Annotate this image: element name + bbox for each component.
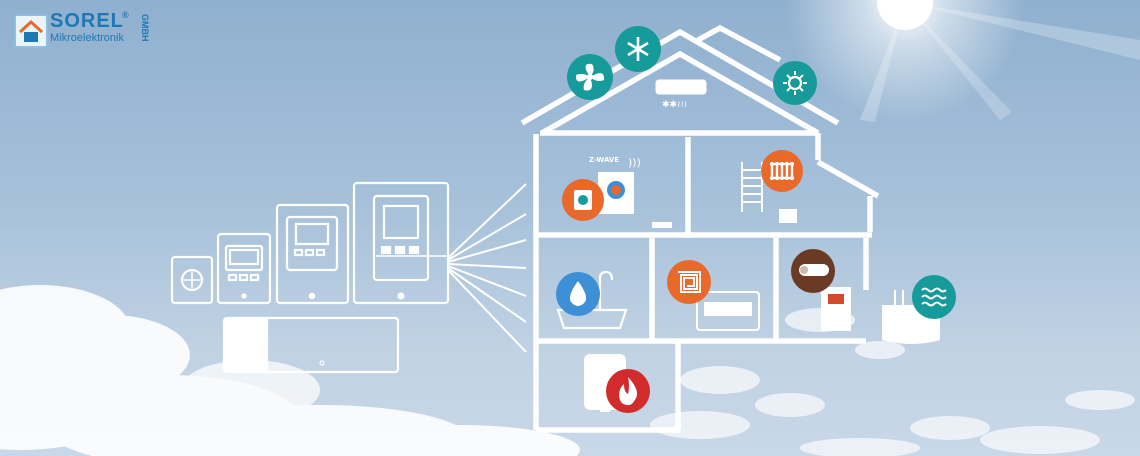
logo-legal-form: GMBH bbox=[140, 14, 150, 42]
svg-text:✱✱≀≀≀: ✱✱≀≀≀ bbox=[662, 100, 687, 110]
air-conditioner: ✱✱≀≀≀ bbox=[655, 79, 707, 110]
sun-glare bbox=[785, 0, 1140, 122]
bathtub bbox=[556, 270, 628, 330]
svg-text:))): ))) bbox=[628, 156, 641, 169]
firewood-icon[interactable] bbox=[791, 249, 835, 293]
water-drop-icon[interactable] bbox=[556, 272, 600, 316]
controller-lineup bbox=[170, 181, 527, 374]
wood-stove bbox=[821, 287, 851, 331]
connector-fan bbox=[447, 183, 527, 353]
flame-icon[interactable] bbox=[606, 369, 650, 413]
floor-heating-manifold bbox=[696, 291, 760, 331]
snowflake-icon[interactable] bbox=[615, 26, 661, 72]
logo-registered-mark: ® bbox=[122, 10, 130, 20]
pool-waves-icon[interactable] bbox=[912, 275, 956, 319]
controller-display-small[interactable] bbox=[216, 232, 272, 305]
sun-icon[interactable] bbox=[773, 61, 817, 105]
logo-house-icon bbox=[14, 14, 48, 48]
logo-subtitle: Mikroelektronik bbox=[50, 32, 124, 44]
radiator-icon[interactable] bbox=[761, 150, 803, 192]
floor-heating-icon[interactable] bbox=[667, 260, 711, 304]
room-thermostat: Z-WAVE ))) bbox=[589, 156, 672, 228]
controller-small-round[interactable] bbox=[170, 255, 214, 305]
controller-display-large[interactable] bbox=[352, 181, 450, 305]
fan-icon[interactable] bbox=[567, 54, 613, 100]
zwave-badge: Z-WAVE bbox=[589, 156, 619, 164]
sorel-logo[interactable]: SOREL ® Mikroelektronik GMBH bbox=[12, 10, 162, 50]
logo-brand-name: SOREL bbox=[50, 10, 124, 32]
controller-display-medium[interactable] bbox=[275, 203, 350, 305]
thermostat-icon[interactable] bbox=[562, 179, 604, 221]
controller-wide-module[interactable] bbox=[222, 316, 400, 374]
